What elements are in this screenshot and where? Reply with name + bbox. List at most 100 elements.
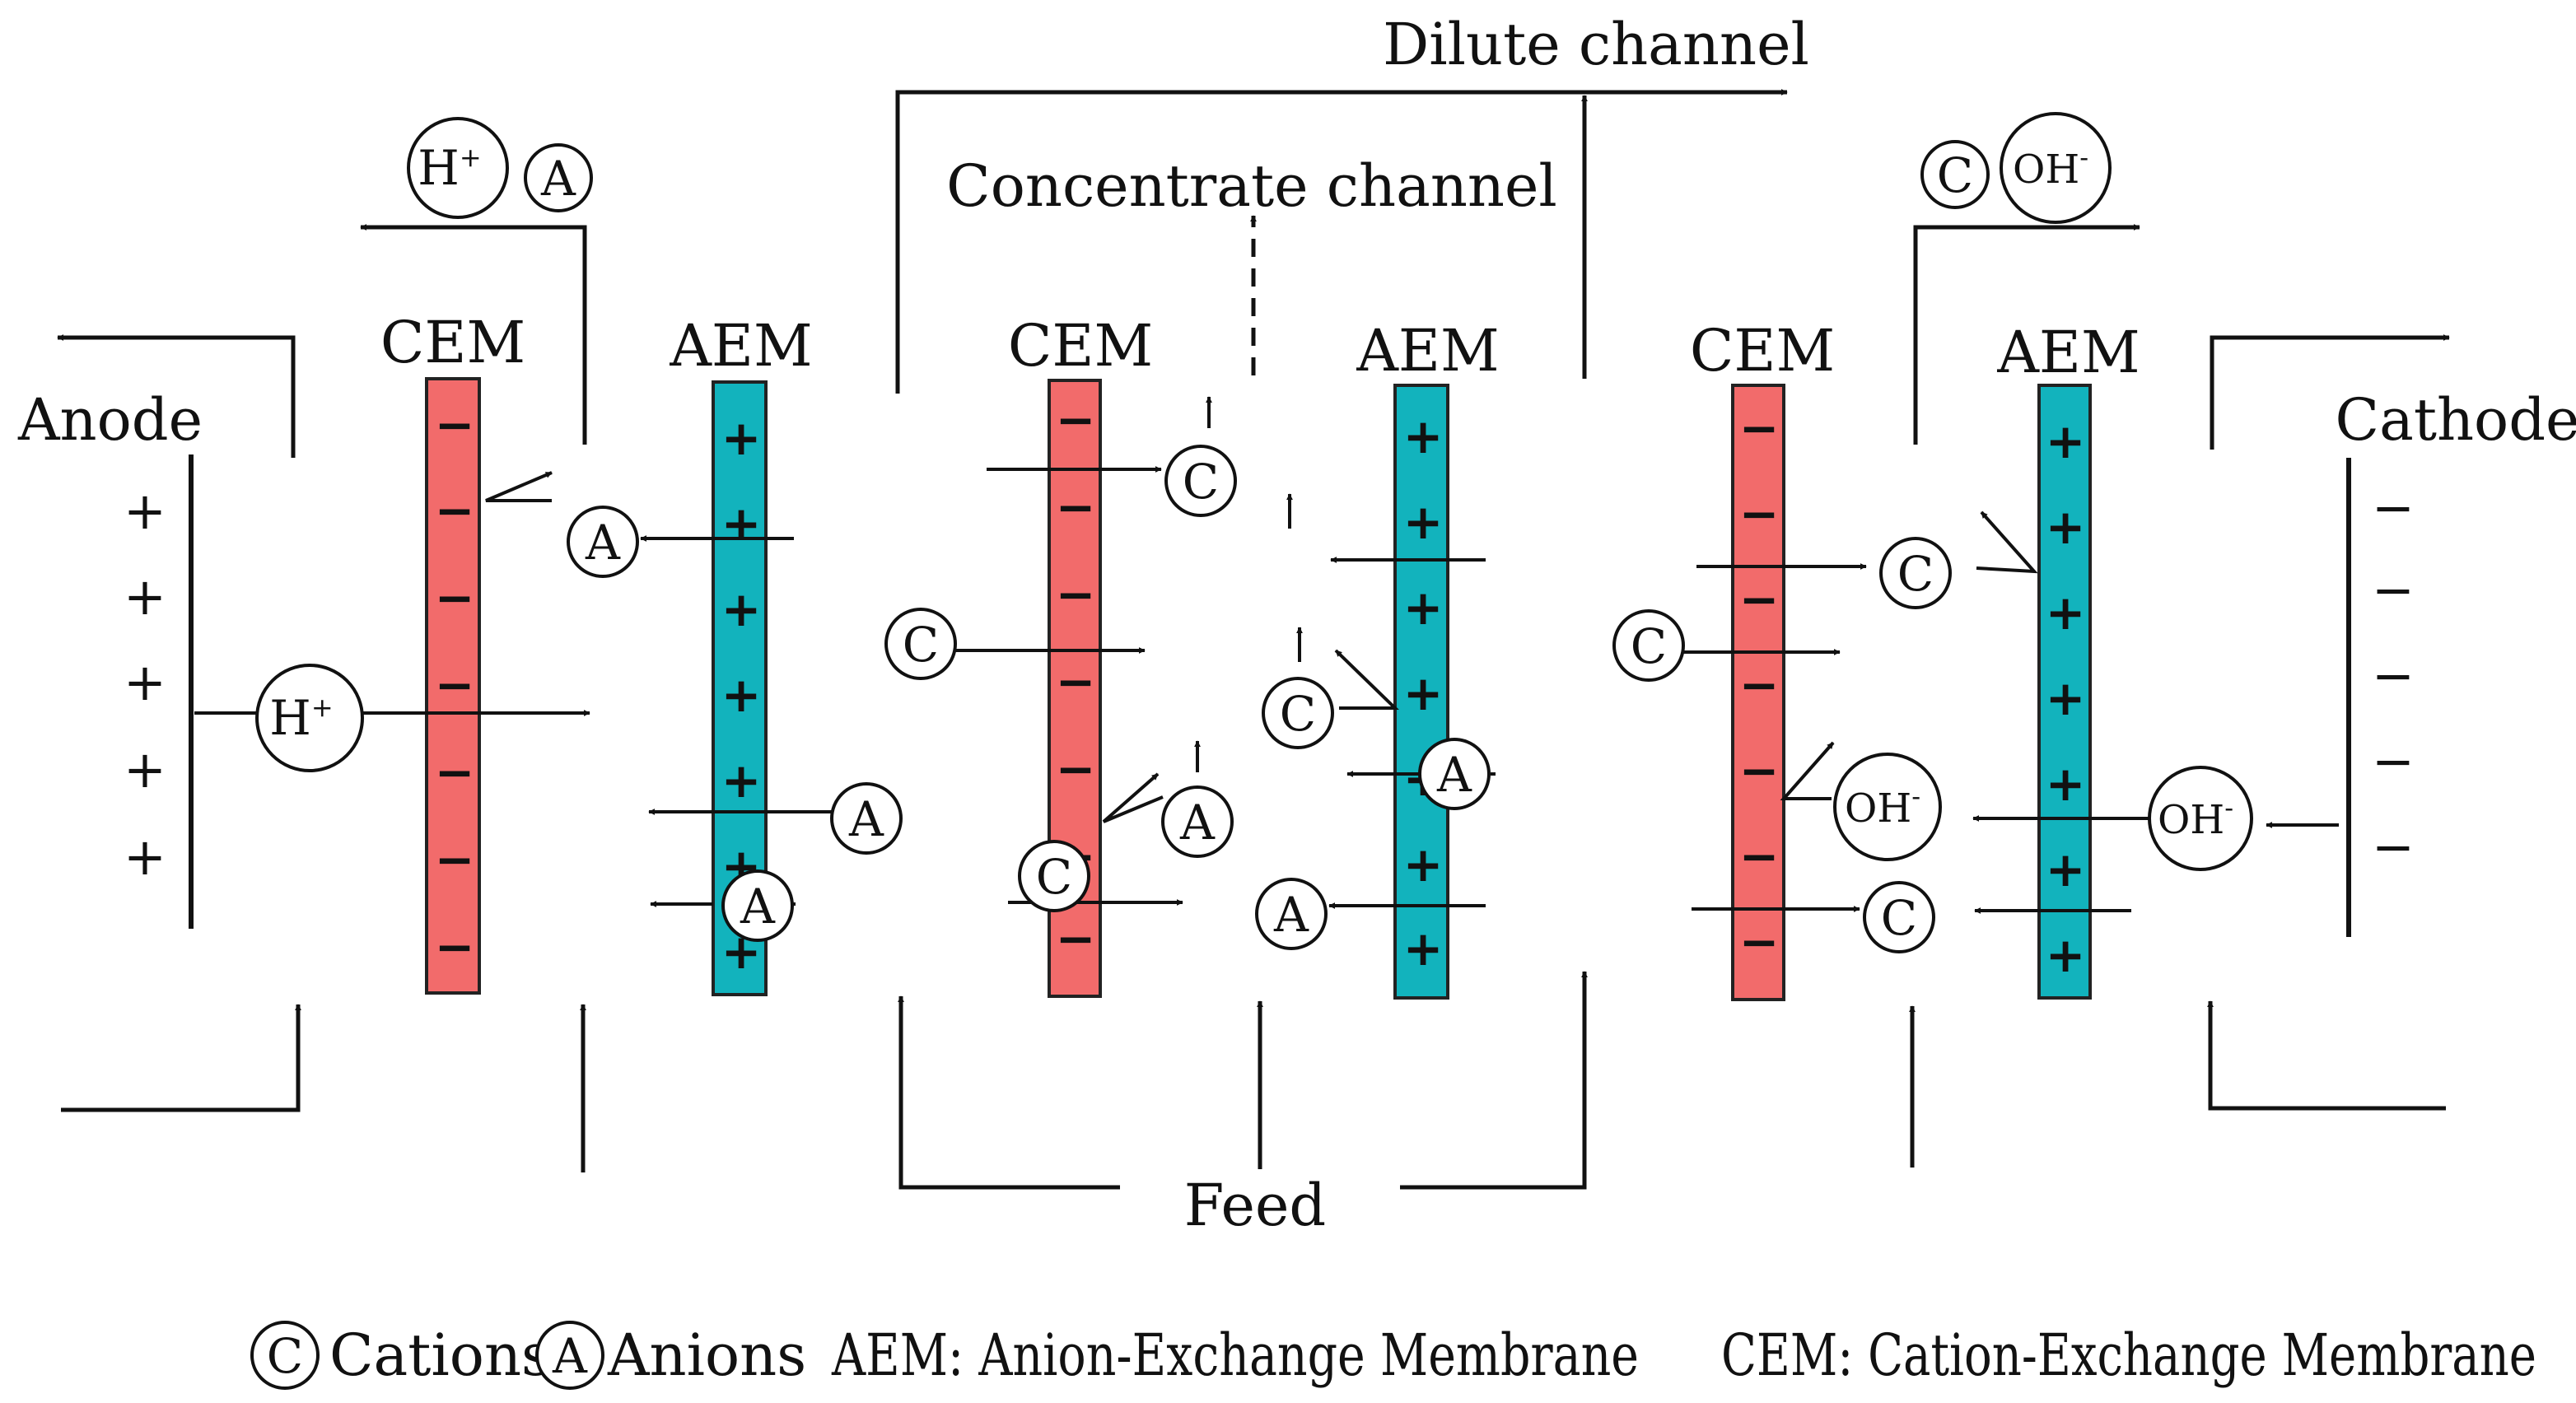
- cation-7: [1863, 881, 1935, 953]
- anion-6: [1418, 738, 1491, 810]
- svg-text:+: +: [1403, 921, 1444, 977]
- feed-label: Feed: [1184, 1172, 1326, 1239]
- svg-text:−: −: [1739, 657, 1780, 713]
- svg-text:+: +: [2046, 585, 2086, 641]
- svg-text:−: −: [1056, 911, 1096, 967]
- svg-text:+: +: [721, 410, 762, 466]
- cem-3-signs: − − − − − − −: [1739, 400, 1780, 970]
- legend-anion-symbol: A: [552, 1328, 588, 1384]
- svg-text:−: −: [435, 657, 475, 713]
- svg-text:A: A: [540, 151, 576, 207]
- svg-text:−: −: [2372, 560, 2415, 620]
- aem-membrane-2: [1393, 384, 1449, 1000]
- svg-text:−: −: [2372, 646, 2415, 706]
- anode-signs: + + + + +: [124, 481, 166, 887]
- cation-3: [1262, 677, 1334, 749]
- svg-text:−: −: [1056, 479, 1096, 535]
- aem-label-1: AEM: [669, 312, 812, 380]
- svg-text:A: A: [585, 515, 621, 571]
- anion-3: [721, 869, 794, 942]
- svg-text:+: +: [2046, 756, 2086, 812]
- cathode-signs: − − − − −: [2372, 478, 2415, 877]
- cation-4: [1018, 840, 1090, 912]
- svg-text:−: −: [435, 919, 475, 975]
- cem-1-signs: − − − − − − −: [435, 397, 475, 975]
- svg-text:H+: H+: [269, 690, 333, 746]
- svg-text:OH-: OH-: [2013, 142, 2088, 193]
- legend-cem-definition: CEM: Cation-Exchange Membrane: [1721, 1321, 2536, 1389]
- svg-text:C: C: [1036, 849, 1072, 905]
- cathode-label: Cathode: [2336, 386, 2576, 454]
- svg-text:+: +: [1403, 580, 1444, 636]
- svg-text:+: +: [721, 496, 762, 552]
- svg-text:+: +: [124, 739, 166, 799]
- svg-text:−: −: [1739, 400, 1780, 456]
- cation-6: [1879, 537, 1952, 609]
- svg-text:+: +: [1403, 494, 1444, 550]
- svg-text:C: C: [1937, 147, 1973, 203]
- svg-text:−: −: [1739, 828, 1780, 884]
- svg-text:A: A: [1179, 795, 1216, 851]
- svg-text:−: −: [435, 482, 475, 538]
- svg-text:+: +: [1403, 665, 1444, 721]
- ion-arrows: [194, 396, 2339, 914]
- anion-5: [1255, 878, 1328, 950]
- svg-text:−: −: [1739, 914, 1780, 970]
- svg-text:+: +: [2046, 499, 2086, 555]
- svg-text:+: +: [721, 753, 762, 809]
- cation-1: [884, 608, 957, 680]
- legend-cation-circle: [250, 1321, 320, 1390]
- cation-2: [1164, 445, 1237, 517]
- legend-anion-circle: [535, 1321, 604, 1390]
- svg-text:+: +: [1403, 408, 1444, 464]
- h-ion-top: [407, 117, 509, 219]
- svg-text:−: −: [1739, 571, 1780, 627]
- cem-membrane-1: [425, 377, 481, 995]
- svg-text:−: −: [1739, 486, 1780, 542]
- legend: C Cations A Anions AEM: Anion-Exchange M…: [250, 1321, 2536, 1390]
- svg-text:−: −: [1056, 741, 1096, 797]
- svg-text:−: −: [1056, 392, 1096, 448]
- svg-text:A: A: [848, 791, 884, 847]
- cem-membrane-2: [1048, 379, 1102, 998]
- svg-text:+: +: [124, 827, 166, 887]
- svg-text:+: +: [721, 581, 762, 637]
- svg-text:+: +: [124, 566, 166, 627]
- svg-text:OH-: OH-: [1845, 781, 1920, 832]
- ion-symbols: H+ A C OH- H+ A A A C C C A C A A C C OH…: [269, 140, 2233, 946]
- svg-text:H+: H+: [418, 140, 481, 196]
- concentrate-channel-label: Concentrate channel: [946, 152, 1557, 220]
- svg-text:−: −: [435, 832, 475, 888]
- svg-text:C: C: [1631, 618, 1667, 674]
- svg-text:−: −: [435, 397, 475, 453]
- svg-text:+: +: [124, 481, 166, 541]
- svg-text:+: +: [721, 667, 762, 723]
- svg-text:+: +: [2046, 413, 2086, 469]
- cem-membrane-3: [1731, 384, 1785, 1001]
- flow-lines: [57, 89, 2450, 1190]
- anion-2: [830, 782, 903, 855]
- svg-text:+: +: [1403, 837, 1444, 893]
- legend-aem-definition: AEM: Anion-Exchange Membrane: [831, 1321, 1639, 1389]
- h-ion-mid: [255, 664, 364, 772]
- cem-label-3: CEM: [1690, 317, 1835, 385]
- svg-text:+: +: [124, 652, 166, 712]
- svg-text:+: +: [2046, 841, 2086, 897]
- svg-text:C: C: [1183, 454, 1219, 510]
- anion-4: [1161, 785, 1234, 858]
- svg-text:C: C: [1897, 546, 1934, 602]
- svg-text:A: A: [740, 879, 776, 935]
- svg-text:−: −: [1056, 566, 1096, 622]
- svg-text:−: −: [2372, 731, 2415, 791]
- aem-2-signs: + + + + + + +: [1403, 408, 1444, 977]
- anode-label: Anode: [17, 386, 203, 454]
- oh-ion-mid-right: [2148, 766, 2253, 871]
- aem-membrane-3: [2037, 384, 2092, 1000]
- cation-5: [1612, 609, 1685, 682]
- svg-text:−: −: [2372, 478, 2415, 538]
- aem-label-3: AEM: [1996, 319, 2140, 386]
- anion-top-left: [524, 143, 593, 212]
- svg-text:−: −: [435, 570, 475, 626]
